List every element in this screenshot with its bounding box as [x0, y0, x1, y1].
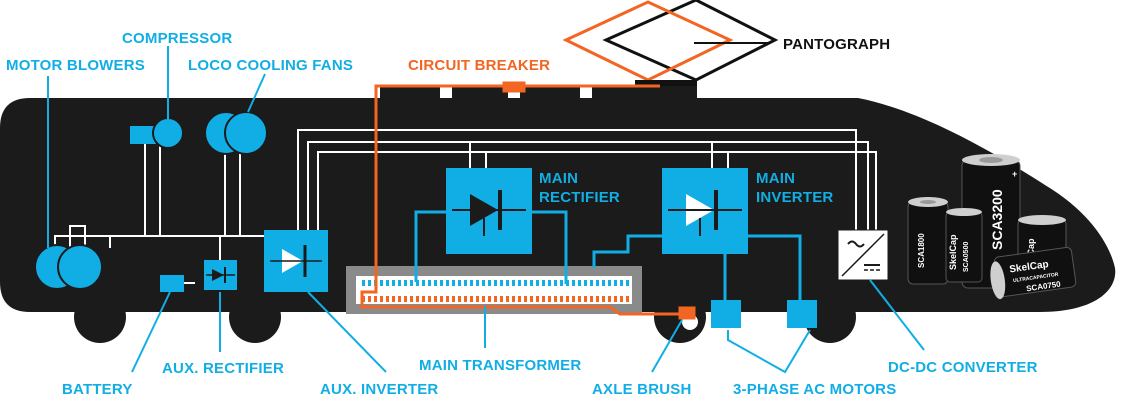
label-loco-cooling-fans: LOCO COOLING FANS — [188, 57, 353, 74]
capacitor-sca0750: SkelCap ULTRACAPACITOR SCA0750 — [990, 246, 1077, 300]
dc-dc-converter — [837, 229, 889, 281]
svg-text:SCA0500: SCA0500 — [963, 242, 970, 272]
motor-icon — [57, 244, 103, 290]
main-inverter — [662, 168, 748, 254]
capacitor-sca1800: SCA1800 — [907, 197, 949, 285]
label-pantograph: PANTOGRAPH — [783, 36, 890, 53]
svg-text:+: + — [1012, 169, 1017, 179]
pantograph — [562, 0, 779, 90]
label-main-rectifier-1: MAIN — [539, 170, 578, 187]
leader-lines — [47, 46, 925, 374]
ac-motors — [711, 300, 817, 328]
capacitor-sca3200: SCA3200 + — [961, 154, 1021, 289]
transformer-primary-coil — [362, 280, 629, 286]
motor-blowers — [34, 244, 103, 290]
label-compressor: COMPRESSOR — [122, 30, 232, 47]
label-main-rectifier-2: RECTIFIER — [539, 189, 620, 206]
main-rectifier — [446, 168, 532, 254]
ac-motor — [711, 300, 741, 328]
loco-cooling-fans — [204, 111, 268, 155]
orange-circuit — [360, 81, 696, 320]
svg-text:SkelCap: SkelCap — [948, 234, 958, 270]
svg-text:SCA1800: SCA1800 — [917, 233, 926, 268]
wheel — [229, 291, 281, 343]
ultracapacitors: SCA3200 + SCA1800 SCA0500 SkelCap SkelCa… — [907, 154, 1077, 300]
svg-text:SkelCap: SkelCap — [1009, 259, 1050, 275]
labels: COMPRESSOR MOTOR BLOWERS LOCO COOLING FA… — [6, 30, 1038, 398]
ac-motor — [787, 300, 817, 328]
label-axle-brush: AXLE BRUSH — [592, 381, 692, 398]
battery — [160, 275, 184, 292]
aux-inverter — [264, 230, 328, 292]
label-aux-rectifier: AUX. RECTIFIER — [162, 360, 284, 377]
label-three-phase-ac-motors: 3-PHASE AC MOTORS — [733, 381, 896, 398]
label-battery: BATTERY — [62, 381, 133, 398]
label-dc-dc-converter: DC-DC CONVERTER — [888, 359, 1038, 376]
blue-circuits — [414, 210, 802, 306]
label-main-transformer: MAIN TRANSFORMER — [419, 357, 581, 374]
label-circuit-breaker: CIRCUIT BREAKER — [408, 57, 550, 74]
svg-text:SCA3200: SCA3200 — [989, 189, 1005, 250]
label-main-inverter-1: MAIN — [756, 170, 795, 187]
fan-icon — [224, 111, 268, 155]
aux-rectifier — [204, 260, 237, 290]
transformer-secondary-coil — [362, 296, 629, 302]
ac-dc-converter-icon — [847, 240, 865, 248]
capacitor-sca0500: SCA0500 SkelCap — [945, 208, 983, 283]
label-main-inverter-2: INVERTER — [756, 189, 833, 206]
wheel — [74, 291, 126, 343]
label-motor-blowers: MOTOR BLOWERS — [6, 57, 145, 74]
label-aux-inverter: AUX. INVERTER — [320, 381, 438, 398]
